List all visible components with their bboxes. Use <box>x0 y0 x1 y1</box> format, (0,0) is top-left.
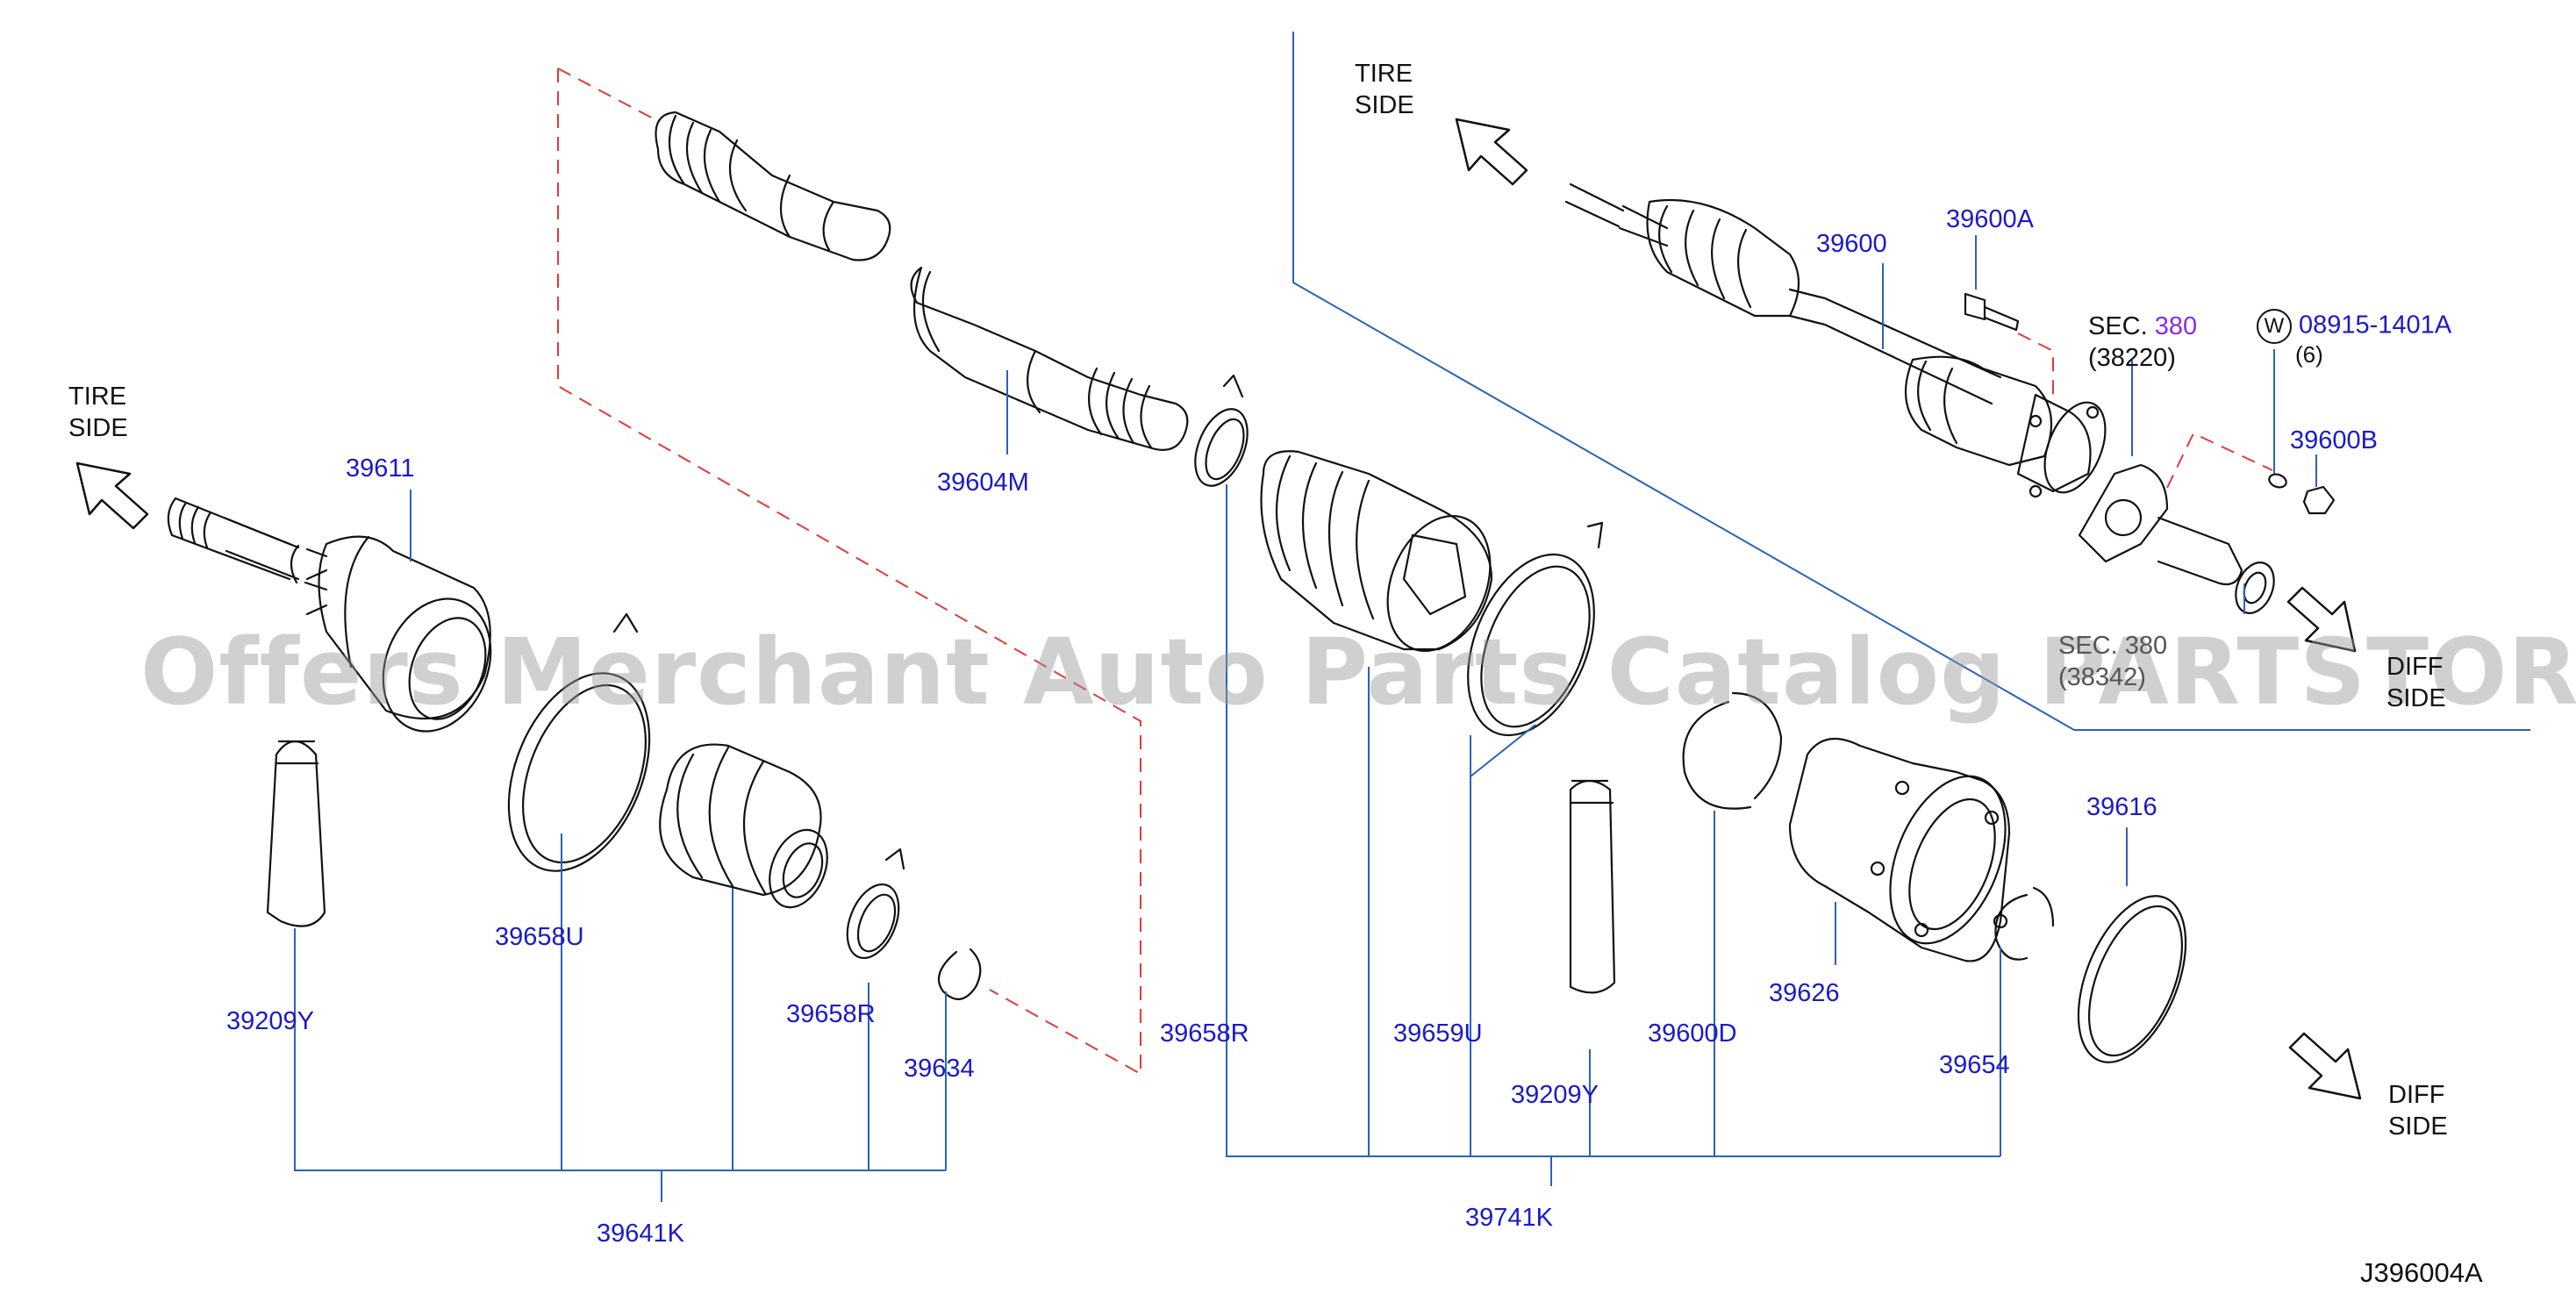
part-label-39209Y-mid[interactable]: 39209Y <box>1511 1081 1599 1109</box>
diff-side-bottom-line2: SIDE <box>2388 1112 2448 1141</box>
diff-side-arrow-bottom <box>2288 1032 2362 1100</box>
boot-left <box>659 743 828 909</box>
washer-nut-39600B <box>2268 473 2336 515</box>
part-label-08915-number: 08915-1401A <box>2299 311 2452 340</box>
tire-side-arrow-left <box>75 461 149 530</box>
diff-side-bottom-line1: DIFF <box>2388 1081 2445 1109</box>
tire-side-left-line2: SIDE <box>68 414 128 443</box>
sec-ref-38342-line2: (38342) <box>2058 663 2146 692</box>
diff-side-top-line1: DIFF <box>2386 653 2444 681</box>
seal-39616 <box>2077 895 2187 1063</box>
part-label-39658R-left[interactable]: 39658R <box>786 1000 876 1028</box>
diagram-code: J396004A <box>2360 1257 2483 1288</box>
tire-side-label-left: TIRE SIDE <box>68 381 128 445</box>
grease-tube-left <box>266 740 326 927</box>
part-label-39626[interactable]: 39626 <box>1769 979 1840 1007</box>
sec-ref-label: SEC. <box>2088 312 2148 340</box>
sec-ref-38220-line1: SEC. 380 <box>2088 311 2197 342</box>
part-label-39600D[interactable]: 39600D <box>1648 1019 1737 1048</box>
diff-side-arrow-top <box>2286 586 2357 653</box>
sec-ref-38220-line2: (38220) <box>2088 344 2176 373</box>
drive-shaft-assembly-39600 <box>1564 182 2275 614</box>
part-label-39654[interactable]: 39654 <box>1939 1051 2010 1079</box>
diff-side-label-top: DIFF SIDE <box>2386 651 2446 715</box>
part-label-39658R-mid[interactable]: 39658R <box>1160 1019 1249 1048</box>
part-label-39659U[interactable]: 39659U <box>1393 1019 1483 1048</box>
tire-side-right-line1: TIRE <box>1355 60 1413 88</box>
tire-side-label-right: TIRE SIDE <box>1355 58 1414 122</box>
tire-side-left-line1: TIRE <box>68 383 127 411</box>
diff-side-label-bottom: DIFF SIDE <box>2388 1079 2448 1143</box>
bolt-39600A <box>1964 292 2020 332</box>
snap-ring-39634 <box>937 948 982 1000</box>
boot-clamp-small-left <box>846 848 905 960</box>
part-label-39600A[interactable]: 39600A <box>1946 205 2034 233</box>
boot-band-39658U <box>507 612 651 872</box>
part-label-39209Y-left[interactable]: 39209Y <box>226 1007 314 1035</box>
sec-ref-38342-line1: SEC. 380 <box>2058 632 2168 660</box>
outer-cv-joint-39611 <box>167 497 492 733</box>
boot-clamp-small-mid <box>1194 374 1249 487</box>
leader-lines <box>294 32 2530 1202</box>
part-qty-08915: (6) <box>2295 341 2323 368</box>
grease-tube-mid <box>1569 779 1616 994</box>
tire-side-arrow-right <box>1455 118 1528 186</box>
sec-ref-38342[interactable]: SEC. 380 (38342) <box>2058 630 2167 694</box>
part-label-39658U[interactable]: 39658U <box>495 923 584 951</box>
part-label-39741K[interactable]: 39741K <box>1465 1204 1553 1232</box>
part-label-39604M[interactable]: 39604M <box>937 469 1029 497</box>
tire-side-right-line2: SIDE <box>1355 91 1414 120</box>
joint-housing-39626 <box>1788 737 2011 962</box>
ring-39600D <box>1682 691 1783 810</box>
watermark: Offers Merchant Auto Parts Catalog PARTS… <box>140 619 2576 726</box>
part-label-39641K[interactable]: 39641K <box>597 1220 684 1248</box>
diff-side-top-line2: SIDE <box>2386 684 2446 713</box>
washer-symbol: W <box>2257 309 2292 344</box>
part-label-39600[interactable]: 39600 <box>1816 230 1887 258</box>
boot-band-39659U <box>1467 521 1604 737</box>
sec-ref-380-link[interactable]: 380 <box>2154 312 2198 340</box>
part-label-39634[interactable]: 39634 <box>904 1055 975 1083</box>
part-label-39616[interactable]: 39616 <box>2086 793 2157 821</box>
sec-ref-38220[interactable]: SEC. 380 (38220) <box>2088 311 2197 375</box>
boot-mid <box>1260 450 1493 652</box>
part-label-39611[interactable]: 39611 <box>346 454 415 483</box>
ring-39654 <box>1994 886 2055 961</box>
direction-arrows <box>75 118 2362 1100</box>
shaft-39604M <box>655 111 1189 451</box>
dashed-reference-lines <box>557 68 2273 1076</box>
part-label-39600B[interactable]: 39600B <box>2290 426 2378 454</box>
